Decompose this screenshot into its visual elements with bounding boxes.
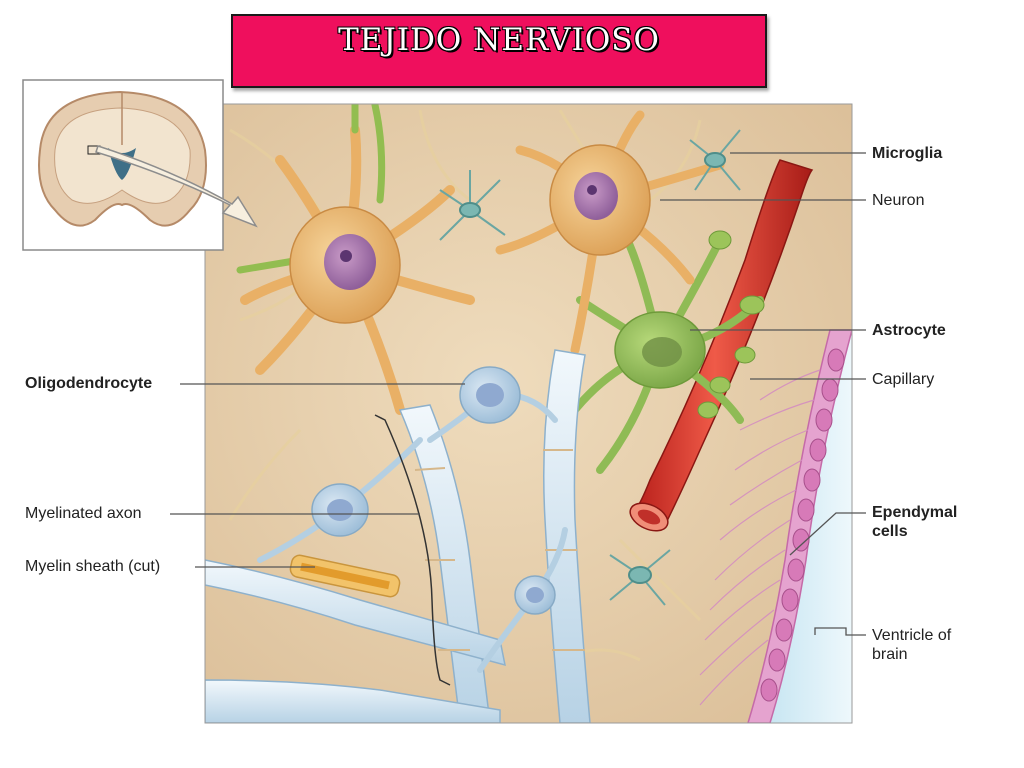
label-ependymal-cells-line1: Ependymal xyxy=(872,504,958,521)
label-neuron: Neuron xyxy=(872,192,925,209)
myelin-sheath-cut xyxy=(289,554,401,598)
label-myelinated-axon: Myelinated axon xyxy=(25,505,142,522)
oligodendrocytes xyxy=(257,366,568,673)
label-ventricle-line1: Ventricle of xyxy=(872,627,952,644)
label-myelin-sheath: Myelin sheath (cut) xyxy=(25,558,161,575)
label-capillary: Capillary xyxy=(872,371,935,388)
neuron-left xyxy=(236,104,475,415)
main-panel xyxy=(205,104,852,723)
capillary xyxy=(629,159,814,532)
label-ventricle-line2: brain xyxy=(872,646,908,663)
brain-inset xyxy=(22,79,224,251)
ependymal-cells xyxy=(699,329,852,723)
microglia xyxy=(439,129,741,606)
label-ependymal-cells-line2: cells xyxy=(872,523,908,540)
label-astrocyte: Astrocyte xyxy=(872,322,946,339)
callout-arrow xyxy=(95,145,258,228)
title-banner: TEJIDO NERVIOSO xyxy=(231,14,767,88)
leader-lines xyxy=(170,152,866,636)
label-microglia: Microglia xyxy=(872,145,943,162)
label-oligodendrocyte: Oligodendrocyte xyxy=(25,375,153,392)
myelinated-axons xyxy=(205,349,591,723)
page-title: TEJIDO NERVIOSO xyxy=(338,22,660,58)
axon-bracket xyxy=(374,414,451,686)
